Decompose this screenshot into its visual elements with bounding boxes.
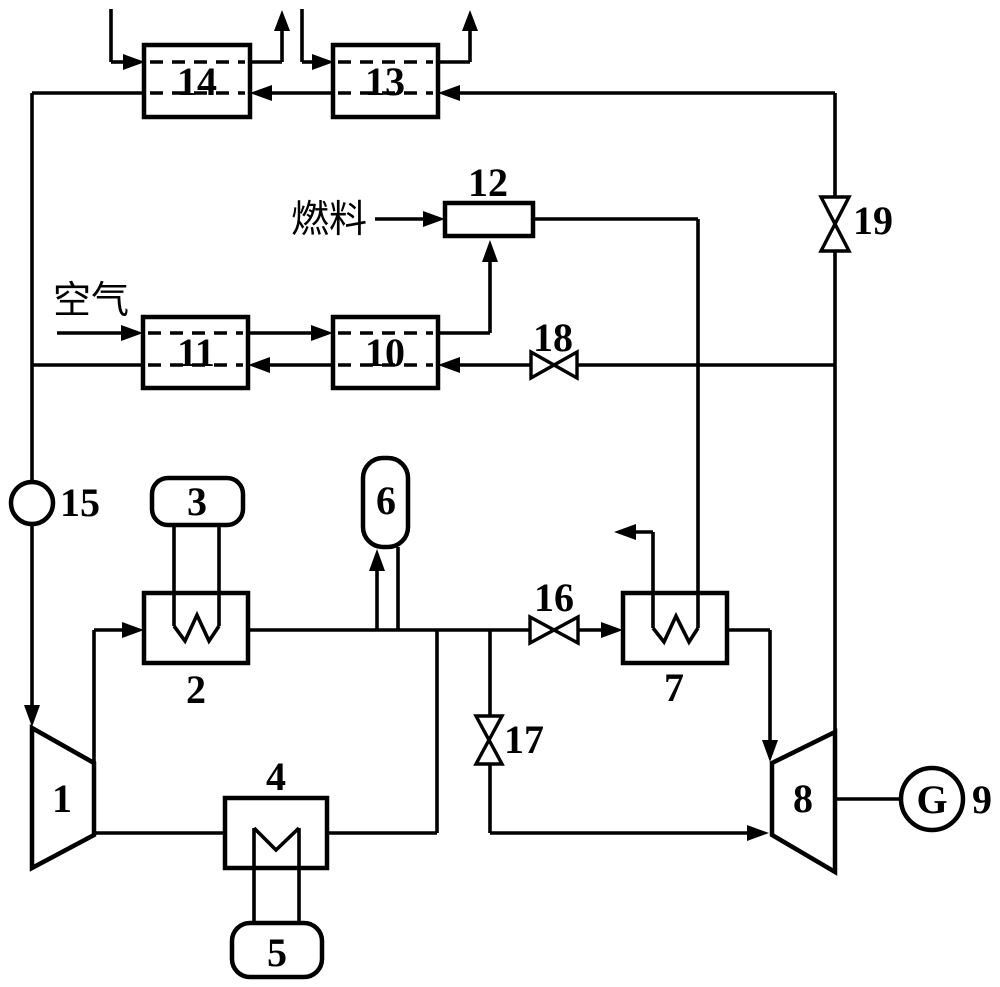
label-3: 3 — [187, 479, 207, 524]
valve-19-icon — [818, 195, 852, 253]
arrow-exit-13-up — [462, 10, 478, 31]
label-9: 9 — [972, 777, 992, 822]
pipe-network — [30, 9, 901, 923]
arrow-into-6 — [369, 549, 385, 571]
arrow-into-7 — [601, 622, 623, 638]
drum-5 — [229, 920, 325, 980]
label-10: 10 — [365, 330, 405, 375]
label-4: 4 — [266, 754, 286, 799]
heat-exchanger-13-box — [330, 42, 441, 120]
heat-exchanger-10-box — [330, 314, 441, 391]
air-label: 空气 — [53, 280, 129, 322]
device-15-circle — [8, 479, 56, 527]
label-11: 11 — [177, 330, 215, 375]
heater-7-box — [620, 590, 730, 666]
fuel-label: 燃料 — [291, 199, 367, 241]
drum-3 — [149, 475, 246, 528]
arrow-into-14-top — [123, 54, 145, 70]
arrow-exit-14-up — [274, 10, 290, 31]
label-2: 2 — [186, 667, 206, 712]
valve-17-icon — [473, 714, 505, 766]
heat-exchanger-11-box — [140, 314, 251, 391]
arrow-into-turbine-top — [762, 740, 778, 762]
arrow-exit-7 — [614, 524, 636, 540]
heater-2-box — [141, 590, 251, 666]
heat-exchanger-14-box — [141, 42, 253, 120]
tank-6 — [360, 455, 411, 550]
arrow-into-14-right — [250, 85, 272, 101]
labels: 14 13 12 19 18 11 10 15 3 6 2 16 7 17 4 … — [52, 59, 992, 975]
valve-16-icon — [528, 614, 580, 646]
turbine-8-symbol — [769, 728, 838, 876]
label-6: 6 — [376, 478, 396, 523]
arrow-into-10-left — [311, 325, 333, 341]
valve-18-icon — [529, 349, 579, 381]
label-12: 12 — [468, 160, 508, 205]
arrow-into-2 — [122, 622, 144, 638]
label-16: 16 — [534, 575, 574, 620]
arrow-air-into-11 — [121, 325, 143, 341]
label-5: 5 — [267, 930, 287, 975]
combustor-12-box — [442, 200, 536, 239]
label-17: 17 — [504, 717, 544, 762]
equipment — [8, 42, 966, 980]
arrow-into-turbine-bottom — [747, 825, 769, 841]
compressor-1-symbol — [29, 724, 97, 872]
cooler-4-box — [222, 795, 330, 871]
label-14: 14 — [177, 59, 217, 104]
generator-circle — [898, 765, 966, 833]
generator-letter: G — [916, 777, 947, 822]
valves — [473, 195, 852, 766]
arrow-into-13-top — [312, 54, 334, 70]
label-13: 13 — [365, 59, 405, 104]
arrow-air-into-12 — [482, 240, 498, 262]
label-19: 19 — [853, 198, 893, 243]
label-8: 8 — [793, 776, 813, 821]
label-7: 7 — [664, 665, 684, 710]
arrow-into-11-right — [248, 357, 270, 373]
label-15: 15 — [60, 480, 100, 525]
arrow-fuel-into-12 — [423, 211, 445, 227]
arrow-into-10-right — [438, 357, 460, 373]
exchanger-dashed-tubes — [148, 60, 433, 367]
label-18: 18 — [533, 315, 573, 360]
label-1: 1 — [52, 776, 72, 821]
arrow-into-13-right — [438, 85, 460, 101]
arrow-into-compressor — [24, 705, 40, 727]
flow-arrows — [24, 10, 778, 841]
